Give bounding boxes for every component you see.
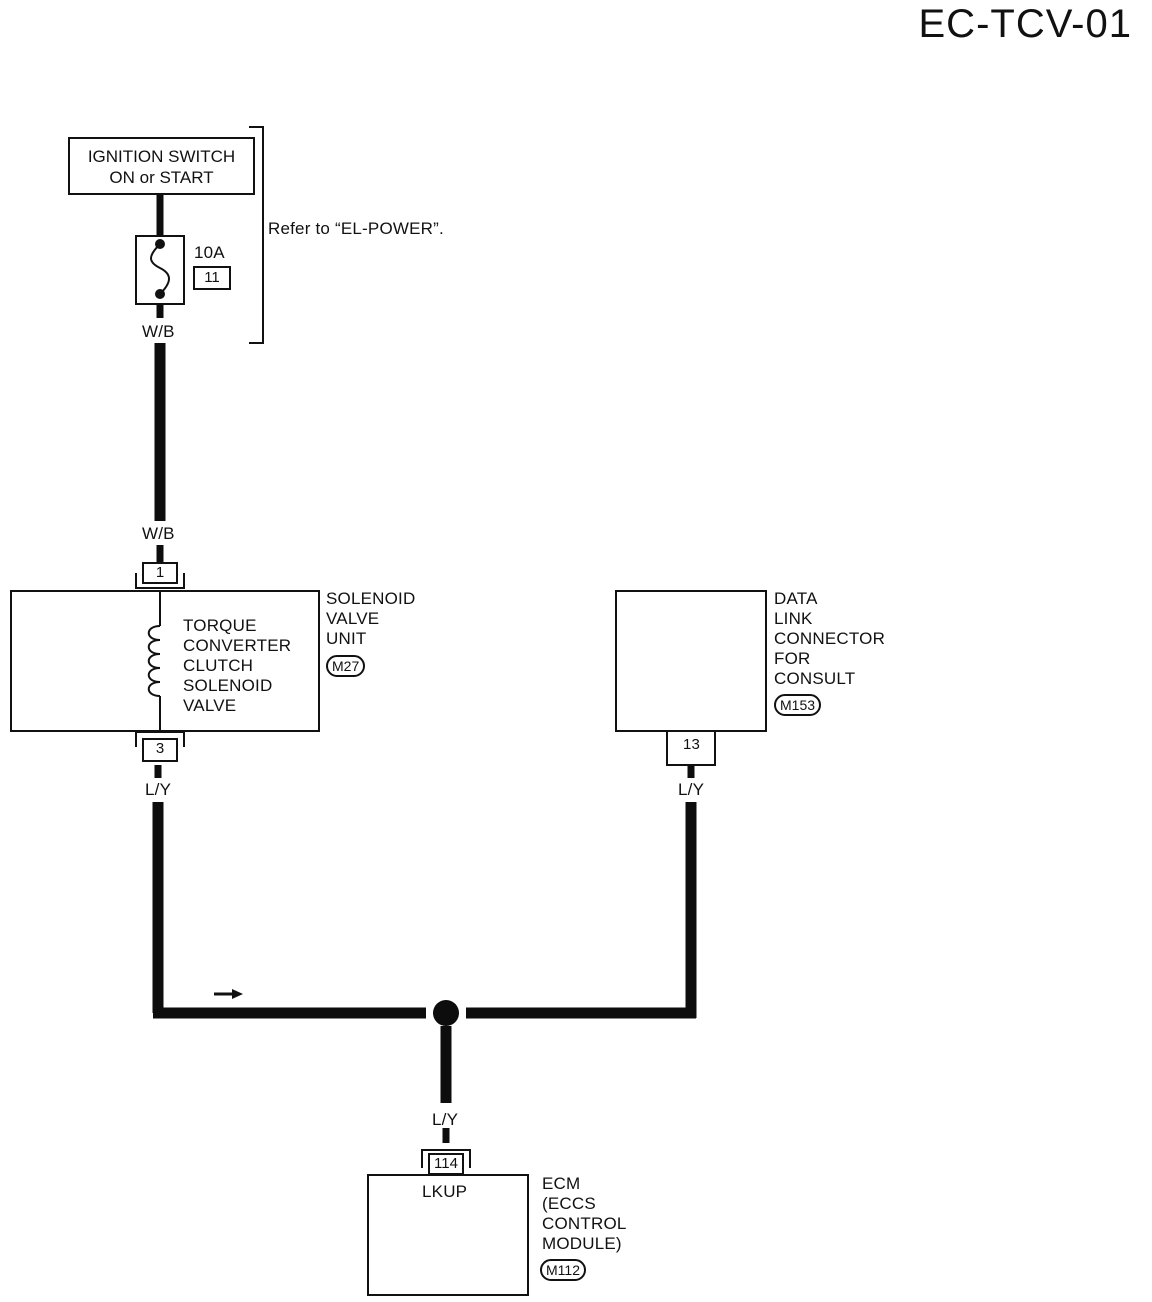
fuse-number: 11 <box>193 266 231 290</box>
dlc-connector-id: M153 <box>774 694 822 716</box>
ecm-terminal-label: LKUP <box>422 1182 468 1201</box>
ecm-name: ECM (ECCS CONTROL MODULE) <box>542 1174 627 1254</box>
solenoid-connector-pin-in: 1 <box>142 562 178 584</box>
wire-color-label: W/B <box>142 322 175 341</box>
wire-color-label: W/B <box>142 524 175 543</box>
ecm-connector-bracket <box>421 1149 471 1168</box>
component-line: TORQUE <box>183 616 257 635</box>
data-link-connector-box <box>615 590 767 732</box>
solenoid-connector-id: M27 <box>326 655 366 677</box>
wire-color-label: L/Y <box>678 780 705 799</box>
name-line: (ECCS <box>542 1194 596 1213</box>
solenoid-connector-pin-out: 3 <box>142 738 178 762</box>
solenoid-out-connector-bracket <box>135 731 185 747</box>
ecm-box <box>367 1174 529 1296</box>
name-line: CONSULT <box>774 669 856 688</box>
name-line: SOLENOID <box>326 589 416 608</box>
wire-color-label: L/Y <box>432 1110 459 1129</box>
ecm-connector-pin: 114 <box>428 1153 464 1175</box>
dlc-name: DATA LINK CONNECTOR FOR CONSULT <box>774 589 885 689</box>
arrow-icon-head <box>232 989 243 999</box>
name-line: VALVE <box>326 609 380 628</box>
component-line: VALVE <box>183 696 237 715</box>
ignition-switch-label-line2: ON or START <box>109 168 214 187</box>
page-code: EC-TCV-01 <box>918 2 1132 46</box>
fuse-element <box>150 243 170 295</box>
name-line: UNIT <box>326 629 367 648</box>
solenoid-unit-name: SOLENOID VALVE UNIT <box>326 589 415 649</box>
name-line: FOR <box>774 649 811 668</box>
component-line: CONVERTER <box>183 636 292 655</box>
dlc-pin: 13 <box>683 736 701 753</box>
ignition-switch-box: IGNITION SWITCH ON or START <box>68 137 255 195</box>
wire-color-label: L/Y <box>145 780 172 799</box>
solenoid-component-label: TORQUE CONVERTER CLUTCH SOLENOID VALVE <box>183 616 291 716</box>
fuse-rating: 10A <box>194 243 225 262</box>
solenoid-in-connector-bracket <box>135 573 185 589</box>
component-line: CLUTCH <box>183 656 254 675</box>
ecm-connector-id: M112 <box>540 1259 586 1281</box>
coil-icon <box>147 625 161 697</box>
component-line: SOLENOID <box>183 676 273 695</box>
name-line: ECM <box>542 1174 581 1193</box>
name-line: MODULE) <box>542 1234 622 1253</box>
reference-note: Refer to “EL-POWER”. <box>268 219 444 238</box>
junction-dot <box>433 1000 459 1026</box>
name-line: DATA <box>774 589 818 608</box>
name-line: LINK <box>774 609 813 628</box>
ignition-switch-label-line1: IGNITION SWITCH <box>87 147 236 166</box>
name-line: CONNECTOR <box>774 629 886 648</box>
solenoid-valve-unit-box <box>10 590 320 732</box>
name-line: CONTROL <box>542 1214 627 1233</box>
refer-bracket <box>249 126 264 344</box>
dlc-connector-bracket <box>666 731 716 766</box>
